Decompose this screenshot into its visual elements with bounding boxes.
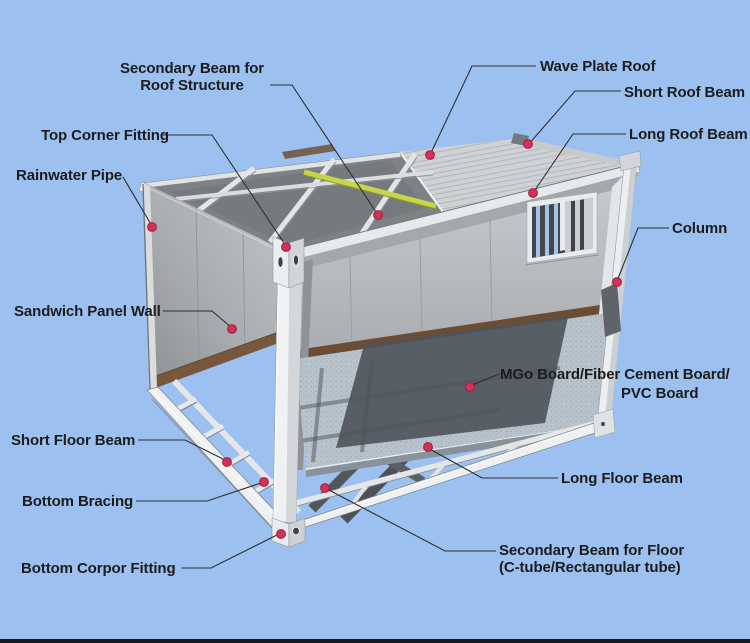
column-side-shade xyxy=(604,162,637,428)
marker-sandwich-panel-wall xyxy=(227,324,237,334)
rail-drop-shadow xyxy=(151,398,284,540)
back-wall-seam xyxy=(489,220,493,331)
label-bottom-corpor-fitting: Bottom Corpor Fitting xyxy=(21,560,176,577)
roof-back-plank xyxy=(282,144,335,159)
leader-top-corner-fitting xyxy=(163,134,287,247)
rainwater-pipe-strip xyxy=(143,183,157,391)
label-short-floor-beam: Short Floor Beam xyxy=(11,432,136,449)
marker-short-floor-beam xyxy=(222,457,232,467)
label-short-roof-beam: Short Roof Beam xyxy=(624,84,746,101)
column-top-cap xyxy=(618,150,642,172)
leader-rainwater-pipe xyxy=(122,176,153,227)
label-long-roof-beam: Long Roof Beam xyxy=(629,126,748,143)
window xyxy=(524,191,600,266)
window-sill xyxy=(524,254,600,266)
bottom-bar xyxy=(0,639,750,643)
column-bracket xyxy=(601,283,621,337)
window-panes xyxy=(536,198,593,258)
marker-long-floor-beam xyxy=(423,442,433,452)
label-wave-plate-roof: Wave Plate Roof xyxy=(540,58,656,75)
leader-bottom-corpor-fitting xyxy=(181,532,282,569)
markers xyxy=(147,139,622,539)
floor-edge-face xyxy=(306,424,603,477)
marker-long-roof-beam xyxy=(528,188,538,198)
marker-wave-plate-roof xyxy=(425,150,435,160)
marker-bottom-bracing xyxy=(259,477,269,487)
leader-column xyxy=(616,227,669,282)
marker-top-corner-fitting xyxy=(281,242,291,252)
fitting-hole xyxy=(292,526,300,536)
leader-long-floor-beam xyxy=(427,447,558,479)
window-mullion xyxy=(560,198,565,251)
floor xyxy=(296,312,614,477)
label-secondary-floor-beam: Secondary Beam for Floor (C-tube/Rectang… xyxy=(499,542,684,576)
left-wall-panel xyxy=(143,183,287,390)
label-bottom-bracing: Bottom Bracing xyxy=(22,493,134,510)
leader-short-floor-beam xyxy=(138,439,228,462)
long-roof-beam-edge xyxy=(285,162,639,252)
leader-secondary-roof-beam xyxy=(270,84,379,216)
sandwich-panel-wall xyxy=(142,183,288,392)
label-line: Roof Structure xyxy=(140,77,244,94)
bottom-corner-fitting-block xyxy=(271,517,306,548)
fitting-hole xyxy=(601,422,605,426)
leader-short-roof-beam xyxy=(527,90,621,146)
marker-column xyxy=(612,277,622,287)
mid-longitudinal-beam xyxy=(175,170,434,201)
label-line: Secondary Beam for Floor xyxy=(499,542,685,559)
floor-shadow xyxy=(336,317,568,448)
label-sandwich-panel-wall: Sandwich Panel Wall xyxy=(14,303,161,320)
label-column: Column xyxy=(672,220,728,237)
roof-right-edge-beam xyxy=(520,138,637,169)
marker-secondary-floor-beam xyxy=(320,483,330,493)
column-side-shade xyxy=(286,248,303,522)
leader-mgo-board xyxy=(469,373,500,387)
right-column xyxy=(592,150,642,439)
marker-secondary-roof-beam xyxy=(373,210,383,220)
label-mgo-board-line1: MGo Board/Fiber Cement Board/ xyxy=(500,366,730,383)
marker-mgo-board xyxy=(465,382,475,392)
wall-seam xyxy=(195,208,200,362)
leader-bottom-bracing xyxy=(136,481,265,502)
rail-highlight xyxy=(283,421,603,529)
label-line: Secondary Beam for xyxy=(119,60,265,77)
leader-wave-plate-roof xyxy=(429,65,536,156)
wall-top-highlight xyxy=(145,186,285,254)
marker-bottom-corpor-fitting xyxy=(276,529,286,539)
wall-seam xyxy=(242,231,246,353)
label-long-floor-beam: Long Floor Beam xyxy=(561,470,683,487)
leader-secondary-floor-beam xyxy=(324,487,496,552)
leader-lines xyxy=(122,65,669,569)
label-secondary-roof-beam: Secondary Beam for Roof Structure xyxy=(104,60,280,94)
back-wall-seam xyxy=(419,238,423,342)
secondary-roof-beams xyxy=(175,152,434,246)
baseboard-edge xyxy=(149,328,288,379)
short-side-outer-rail xyxy=(146,386,291,537)
long-floor-inner-rail xyxy=(295,418,605,506)
marker-rainwater-pipe xyxy=(147,222,157,232)
roof-underside-fascia xyxy=(288,172,639,272)
highlighted-yellow-beam xyxy=(303,169,437,210)
fitting-hole xyxy=(292,254,300,266)
front-left-column xyxy=(271,236,306,548)
label-line: (C-tube/Rectangular tube) xyxy=(499,559,681,576)
fitting-hole xyxy=(277,256,284,268)
label-rainwater-pipe: Rainwater Pipe xyxy=(16,167,123,184)
label-top-corner-fitting: Top Corner Fitting xyxy=(41,127,169,144)
wall-baseboard xyxy=(150,329,287,390)
leader-long-roof-beam xyxy=(532,133,626,194)
leader-sandwich-panel-wall xyxy=(163,310,233,329)
back-wall-seam xyxy=(349,256,353,352)
marker-short-roof-beam xyxy=(523,139,533,149)
column-highlight xyxy=(273,249,280,521)
label-mgo-board-line2: PVC Board xyxy=(621,385,699,402)
corner-edge xyxy=(142,183,151,392)
rail-highlight xyxy=(150,389,288,529)
